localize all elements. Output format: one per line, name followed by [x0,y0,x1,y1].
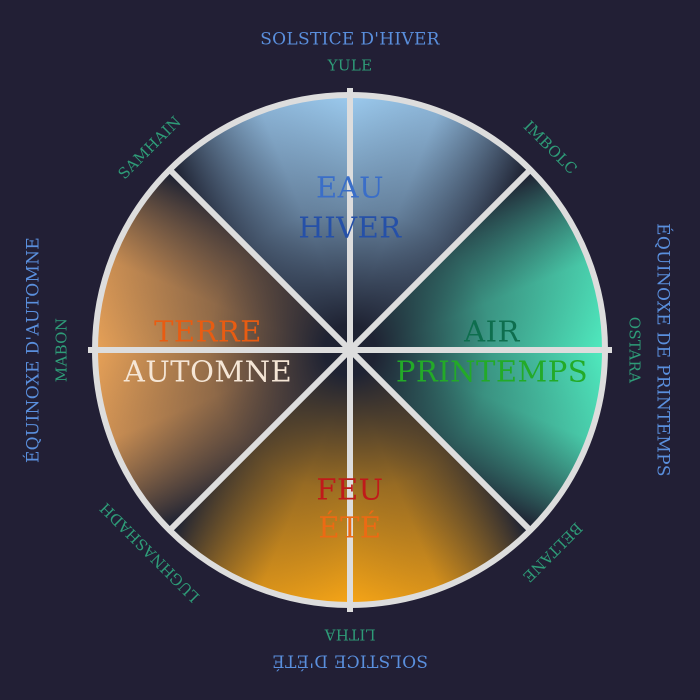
ostara-label: OSTARA [625,316,644,384]
sector-shade-east-0 [350,169,605,350]
sector-shade-west-0 [95,350,350,531]
south-season-label: ÉTÉ [318,510,382,545]
autumn-equinox-label: ÉQUINOXE D'AUTOMNE [23,236,44,464]
sector-shade-west-1 [95,169,350,350]
east-element-label: AIR [464,314,520,349]
north-element-label: EAU [315,170,385,205]
sector-shade-south-0 [350,350,531,605]
yule-label: YULE [327,56,373,75]
sector-shade-north-1 [350,95,531,350]
spoke-diagonal-nw [167,167,533,533]
litha-label: LITHA [324,625,376,644]
east-season-label: PRINTEMPS [395,354,589,389]
winter-solstice-label: SOLSTICE D'HIVER [260,29,440,50]
sector-shade-south-1 [169,350,350,605]
summer-solstice-label: SOLSTICE D'ÉTÉ [271,650,429,671]
wheel-sectors [95,95,605,605]
sector-shade-east-1 [350,350,605,531]
west-element-label: TERRE [154,314,262,349]
west-season-label: AUTOMNE [123,354,293,389]
spring-equinox-label: ÉQUINOXE DE PRINTEMPS [652,223,673,477]
wheel-spokes [88,88,612,612]
south-element-label: FEU [316,472,384,507]
north-season-label: HIVER [298,210,402,245]
sector-shade-north-0 [169,95,350,350]
mabon-label: MABON [52,317,71,383]
